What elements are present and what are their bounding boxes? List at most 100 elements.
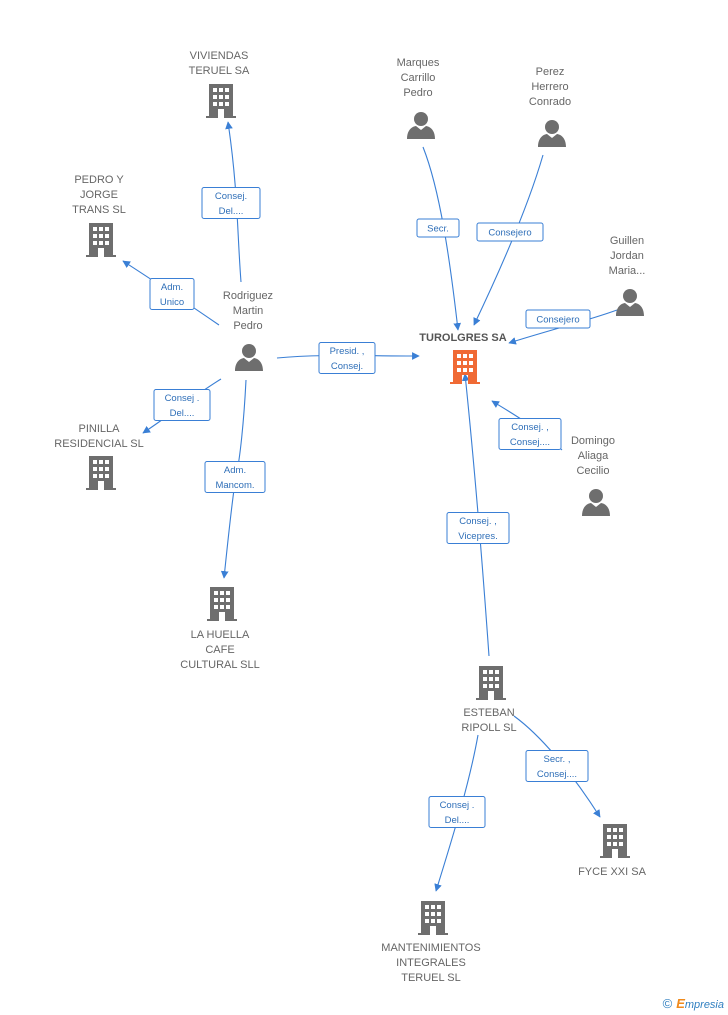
node-label: Martin: [233, 305, 264, 317]
edge-esteban-to-mantenimientos: Consej . Del....: [428, 734, 486, 892]
node-label: Pedro: [403, 87, 432, 99]
edge-label-box[interactable]: [204, 461, 266, 493]
node-label: ESTEBAN: [463, 707, 514, 719]
edge-label-text: Adm.: [224, 465, 246, 476]
node-label: CULTURAL SLL: [180, 659, 259, 671]
edge-label-box[interactable]: [416, 218, 460, 238]
edge-rodriguez-to-viviendas: Consej. Del....: [201, 121, 261, 283]
edge-rodriguez-to-la_huella: Adm. Mancom.: [204, 379, 266, 579]
edge-rodriguez-to-pinilla: Consej . Del....: [142, 378, 222, 434]
building-icon: [476, 666, 506, 700]
node-la_huella[interactable]: LA HUELLA CAFE CULTURAL SLL: [180, 587, 260, 671]
building-icon: [86, 456, 116, 490]
person-icon: [538, 120, 566, 147]
edge-label-text: Secr.: [427, 224, 449, 235]
edge-rodriguez-to-pedro_jorge: Adm. Unico: [122, 260, 220, 326]
node-label: Rodriguez: [223, 290, 273, 302]
edge-label-box[interactable]: [476, 222, 544, 242]
edge-perez-to-turolgres: Consejero: [473, 154, 544, 326]
edge-domingo-to-turolgres: Consej. , Consej....: [491, 400, 563, 451]
node-label: Maria...: [609, 265, 646, 277]
node-label: TERUEL SL: [401, 972, 461, 984]
node-guillen[interactable]: GuillenJordanMaria...: [609, 235, 646, 316]
node-esteban[interactable]: ESTEBAN RIPOLL SL: [461, 666, 517, 734]
edge-guillen-to-turolgres: Consejero: [508, 309, 618, 345]
edge-label-text: Mancom.: [215, 480, 254, 491]
person-icon: [235, 344, 263, 371]
edge-label-box[interactable]: [318, 342, 376, 374]
edge-rodriguez-to-turolgres: Presid. ,Consej.: [276, 342, 420, 374]
edge-label-text: Del....: [170, 408, 195, 419]
node-label: Cecilio: [576, 465, 609, 477]
edge-label-box[interactable]: [149, 278, 195, 310]
node-label: MANTENIMIENTOS: [381, 942, 480, 954]
edge-marques-to-turolgres: Secr.: [416, 146, 462, 331]
node-label: RIPOLL SL: [461, 722, 516, 734]
edge-label-text: Consejero: [536, 315, 579, 326]
node-label: INTEGRALES: [396, 957, 466, 969]
node-label: VIVIENDAS: [190, 50, 249, 62]
node-fyce[interactable]: FYCE XXI SA: [578, 824, 647, 878]
person-icon: [616, 289, 644, 316]
person-icon: [582, 489, 610, 516]
node-label: Perez: [536, 66, 565, 78]
edge-line: [422, 146, 462, 331]
edge-esteban-to-turolgres: Consej. , Vicepres.: [446, 373, 510, 657]
node-label: Marques: [397, 57, 440, 69]
building-icon: [600, 824, 630, 858]
node-label: Aliaga: [578, 450, 609, 462]
node-label: TRANS SL: [72, 204, 126, 216]
node-label: Conrado: [529, 96, 571, 108]
node-label: TUROLGRES SA: [419, 332, 506, 344]
building-icon: [86, 223, 116, 257]
edge-label-text: Unico: [160, 297, 184, 308]
node-pinilla[interactable]: PINILLA RESIDENCIAL SL: [54, 423, 144, 490]
node-label: LA HUELLA: [191, 629, 250, 641]
edge-label-text: Vicepres.: [458, 531, 497, 542]
edge-label-text: Consej .: [440, 800, 475, 811]
brand-name: mpresia: [684, 999, 724, 1011]
node-label: RESIDENCIAL SL: [54, 438, 143, 450]
edge-label-box[interactable]: [153, 389, 211, 421]
edge-label-text: Consej .: [165, 393, 200, 404]
node-label: CAFE: [205, 644, 234, 656]
empresia-brand[interactable]: ©Empresia: [663, 996, 724, 1011]
edge-esteban-to-fyce: Secr. , Consej....: [513, 715, 601, 818]
edge-label-box[interactable]: [446, 512, 510, 544]
node-label: Guillen: [610, 235, 644, 247]
node-label: FYCE XXI SA: [578, 866, 647, 878]
node-turolgres[interactable]: TUROLGRES SA: [419, 332, 507, 384]
person-icon: [407, 112, 435, 139]
node-label: Domingo: [571, 435, 615, 447]
edge-label-text: Consej. ,: [511, 422, 549, 433]
edge-label-text: Del....: [219, 206, 244, 217]
node-label: Pedro: [233, 320, 262, 332]
edge-label-text: Del....: [445, 815, 470, 826]
edge-label-text: Consej....: [537, 769, 577, 780]
building-icon: [206, 84, 236, 118]
building-icon: [418, 901, 448, 935]
node-mantenimientos[interactable]: MANTENIMIENTOS INTEGRALES TERUEL SL: [381, 901, 481, 984]
edge-label-box[interactable]: [428, 796, 486, 828]
edge-label-box[interactable]: [525, 750, 589, 782]
node-label: TERUEL SA: [189, 65, 250, 77]
node-viviendas[interactable]: VIVIENDAS TERUEL SA: [189, 50, 250, 118]
edge-label-text: Secr. ,: [544, 754, 571, 765]
edge-label-text: Consej....: [510, 437, 550, 448]
edge-label-box[interactable]: [498, 418, 562, 450]
edge-label-text: Presid. ,: [330, 346, 365, 357]
edge-label-text: Consejero: [488, 228, 531, 239]
edge-label-box[interactable]: [201, 187, 261, 219]
node-label: PINILLA: [79, 423, 121, 435]
edge-label-text: Consej.: [215, 191, 247, 202]
edge-label-box[interactable]: [525, 309, 591, 329]
edge-label-text: Consej. ,: [459, 516, 497, 527]
edge-label-text: Adm.: [161, 282, 183, 293]
